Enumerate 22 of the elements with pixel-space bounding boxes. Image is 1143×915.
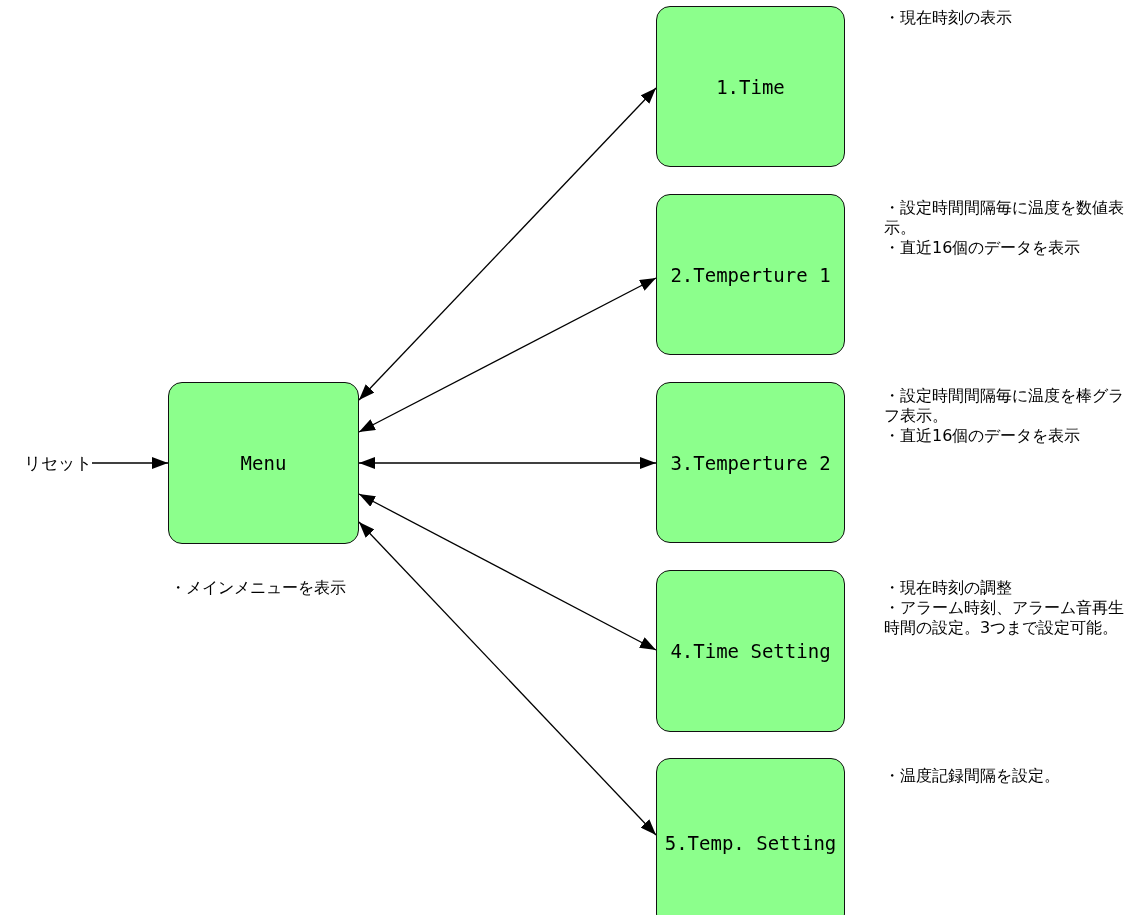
note-text: ・設定時間間隔毎に温度を数値表示。	[884, 198, 1125, 238]
arrow	[358, 521, 657, 836]
note-text: ・アラーム時刻、アラーム音再生時間の設定。3つまで設定可能。	[884, 598, 1125, 638]
arrow	[91, 457, 169, 469]
arrow	[358, 277, 657, 433]
note-text: ・直近16個のデータを表示	[884, 238, 1082, 258]
screen-box: 3.Temperture 2	[656, 382, 845, 543]
note-text: ・現在時刻の調整	[884, 578, 1013, 598]
note-text: ・現在時刻の表示	[884, 8, 1013, 28]
screen-box: 4.Time Setting	[656, 570, 845, 732]
note-text: ・設定時間間隔毎に温度を棒グラフ表示。	[884, 386, 1125, 426]
note-text: ・メインメニューを表示	[170, 578, 347, 598]
arrow	[358, 493, 657, 651]
screen-box: 2.Temperture 1	[656, 194, 845, 355]
reset-label: リセット	[24, 452, 92, 475]
arrow	[358, 457, 657, 469]
screen-box: 5.Temp. Setting	[656, 758, 845, 915]
menu-box: Menu	[168, 382, 359, 544]
arrow	[358, 87, 657, 401]
screen-box: 1.Time	[656, 6, 845, 167]
note-text: ・温度記録間隔を設定。	[884, 766, 1061, 786]
note-text: ・直近16個のデータを表示	[884, 426, 1082, 446]
